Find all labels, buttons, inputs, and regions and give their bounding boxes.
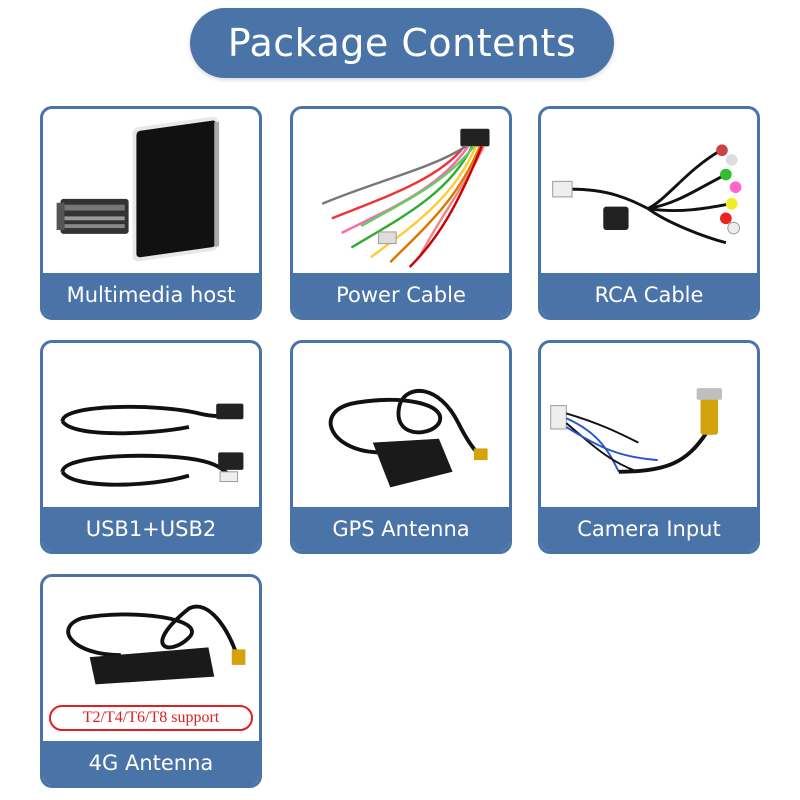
multimedia-host-icon [43, 109, 259, 279]
item-label: Camera Input [541, 507, 757, 551]
item-card-multimedia-host: Multimedia host [40, 106, 262, 320]
item-label: Power Cable [293, 273, 509, 317]
page-title-banner: Package Contents [190, 8, 614, 78]
gps-antenna-icon [293, 343, 509, 513]
item-card-rca-cable: RCA Cable [538, 106, 760, 320]
item-card-camera-input: Camera Input [538, 340, 760, 554]
support-badge: T2/T4/T6/T8 support [49, 705, 253, 731]
item-label: Multimedia host [43, 273, 259, 317]
4g-antenna-icon [43, 577, 259, 747]
power-cable-icon [293, 109, 509, 279]
item-label: USB1+USB2 [43, 507, 259, 551]
item-card-usb: USB1+USB2 [40, 340, 262, 554]
item-label: RCA Cable [541, 273, 757, 317]
item-card-power-cable: Power Cable [290, 106, 512, 320]
item-label: 4G Antenna [43, 741, 259, 785]
camera-input-icon [541, 343, 757, 513]
page-title: Package Contents [227, 21, 577, 65]
rca-cable-icon [541, 109, 757, 279]
item-label: GPS Antenna [293, 507, 509, 551]
item-card-4g-antenna: T2/T4/T6/T8 support 4G Antenna [40, 574, 262, 788]
item-card-gps-antenna: GPS Antenna [290, 340, 512, 554]
usb-cable-icon [43, 343, 259, 513]
